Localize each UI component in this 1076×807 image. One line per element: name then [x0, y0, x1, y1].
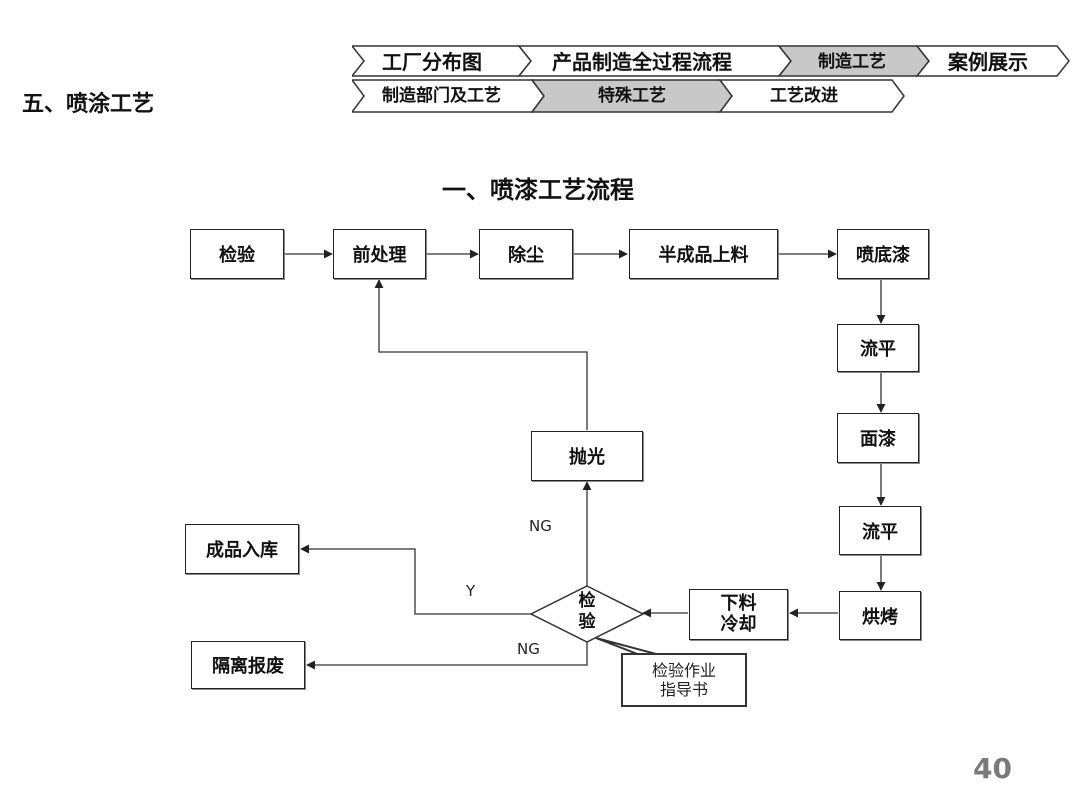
label-ng-down: NG [517, 640, 540, 658]
crumb-process-flow[interactable]: 产品制造全过程流程 [552, 50, 732, 74]
callout-line2: 指导书 [659, 680, 708, 699]
label-ng-up: NG [529, 517, 552, 535]
section-title: 五、喷涂工艺 [22, 92, 155, 117]
page-number: 40 [973, 752, 1012, 785]
callout-inspection-guide: 检验作业 指导书 [621, 653, 747, 707]
arrow-polish-pretreat [374, 279, 588, 430]
node-primer: 喷底漆 [837, 229, 929, 279]
node-cool: 下料 冷却 [689, 589, 788, 640]
node-level1: 流平 [837, 324, 919, 372]
diagram-title: 一、喷漆工艺流程 [442, 176, 634, 204]
callout-line1: 检验作业 [651, 660, 716, 680]
node-check-line2: 验 [578, 612, 596, 633]
node-bake: 烘烤 [839, 591, 921, 640]
arrow-check-store [300, 544, 531, 615]
node-scrap: 隔离报废 [191, 641, 305, 689]
node-check-line1: 检 [578, 591, 596, 611]
arrow-check-scrap [306, 642, 588, 670]
node-polish: 抛光 [531, 431, 643, 481]
node-check: 检 验 [567, 591, 607, 634]
node-pretreat: 前处理 [333, 229, 426, 279]
node-cool-line2: 冷却 [720, 613, 757, 635]
crumb-factory-map[interactable]: 工厂分布图 [382, 50, 482, 74]
breadcrumb: 工厂分布图 产品制造全过程流程 制造工艺 案例展示 制造部门及工艺 特殊工艺 工… [352, 44, 1072, 116]
crumb-special[interactable]: 特殊工艺 [598, 86, 666, 106]
crumb-cases[interactable]: 案例展示 [948, 50, 1028, 74]
node-dedust: 除尘 [479, 229, 573, 279]
node-inspect: 检验 [190, 229, 284, 279]
crumb-shape-cases [915, 45, 1070, 77]
label-yes: Y [466, 582, 476, 600]
check-decision-diamond [529, 585, 645, 643]
crumb-improve[interactable]: 工艺改进 [770, 86, 838, 106]
crumb-shape-improve [718, 79, 905, 113]
node-level2: 流平 [839, 506, 921, 555]
node-store: 成品入库 [185, 524, 299, 574]
node-cool-line1: 下料 [720, 592, 757, 614]
breadcrumb-chevrons [352, 45, 1070, 113]
crumb-departments[interactable]: 制造部门及工艺 [382, 86, 501, 106]
node-load: 半成品上料 [629, 229, 778, 279]
node-topcoat: 面漆 [837, 413, 919, 463]
crumb-manufacturing[interactable]: 制造工艺 [818, 52, 886, 72]
